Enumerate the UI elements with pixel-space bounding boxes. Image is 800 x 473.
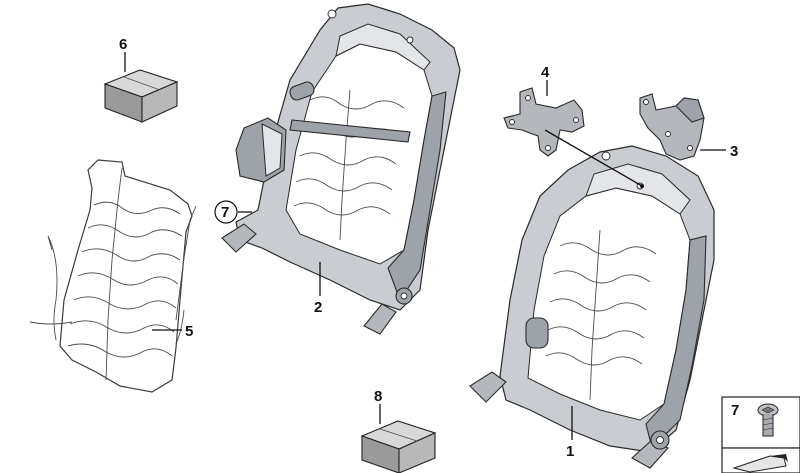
part-6-box xyxy=(103,69,179,123)
callout-3: 3 xyxy=(730,143,738,160)
arrow-icon xyxy=(732,454,788,473)
callout-4: 4 xyxy=(541,64,550,81)
legend-panel: 7 xyxy=(721,396,800,473)
callouts: 6 4 3 2 5 8 1 7 xyxy=(119,36,738,460)
callout-2: 2 xyxy=(314,299,322,316)
part-8-box xyxy=(360,420,437,473)
callout-6: 6 xyxy=(119,36,127,53)
callout-8: 8 xyxy=(374,388,382,405)
callout-7-circle xyxy=(214,200,238,224)
part-2-backrest-frame xyxy=(221,3,461,335)
part-5-spring-mat xyxy=(29,159,197,393)
callout-7-circled: 7 xyxy=(221,204,229,221)
part-3-bracket xyxy=(639,93,705,161)
callout-5: 5 xyxy=(185,323,193,340)
part-4-bracket xyxy=(503,87,585,157)
leader-lines xyxy=(124,52,726,440)
legend-number-7: 7 xyxy=(731,402,739,419)
screw-icon xyxy=(757,403,779,437)
part-1-backrest-frame xyxy=(469,145,715,469)
callout-1: 1 xyxy=(566,443,574,460)
